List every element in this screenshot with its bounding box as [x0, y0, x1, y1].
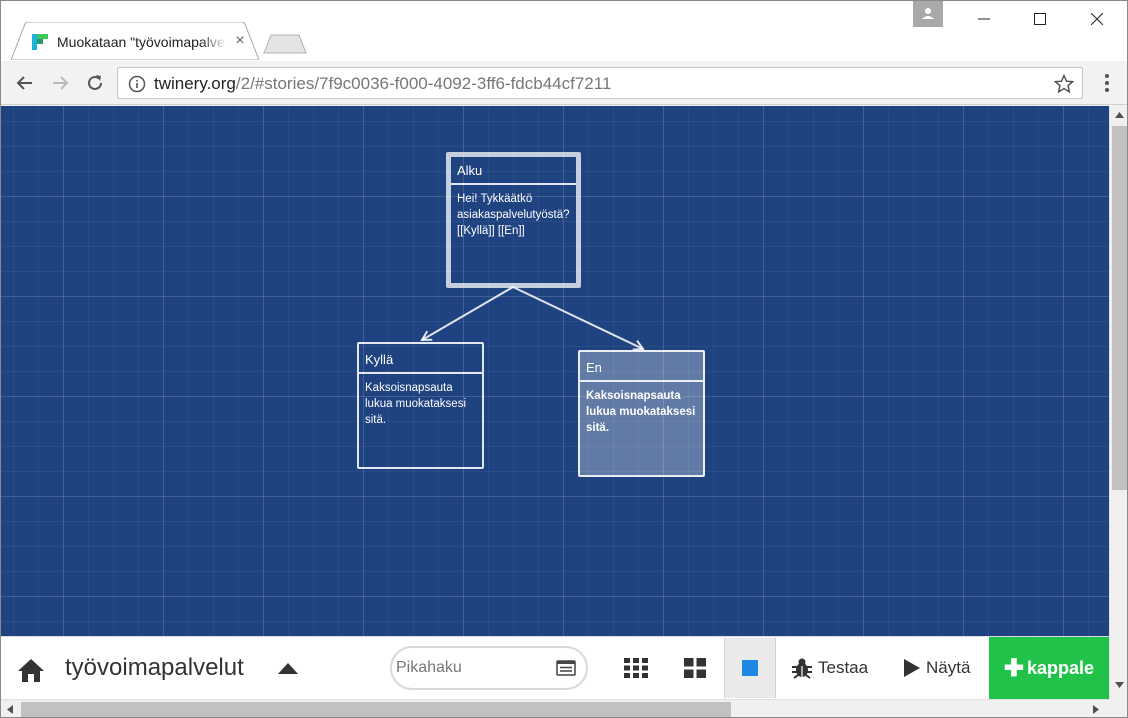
plus-icon: ✚: [1003, 655, 1025, 682]
arrow-right-icon: [53, 76, 69, 90]
url-host: twinery.org: [154, 74, 236, 93]
address-bar[interactable]: twinery.org/2/#stories/7f9c0036-f000-409…: [117, 67, 1083, 99]
scroll-left-arrow-icon[interactable]: [7, 705, 13, 714]
twine-favicon-icon: [32, 34, 48, 50]
test-story-button[interactable]: Testaa: [791, 638, 868, 698]
link-arrow-kylla: [422, 286, 514, 340]
browser-menu-icon[interactable]: [1097, 71, 1117, 95]
reload-button[interactable]: [81, 69, 109, 97]
browser-tab[interactable]: Muokataan "työvoimapalvelut" ×: [11, 22, 259, 60]
tab-shape: [11, 22, 259, 60]
close-icon: [1091, 13, 1103, 25]
bookmark-star-icon[interactable]: [1054, 74, 1074, 94]
passage-excerpt: Hei! Tykkäätkö asiakaspalvelutyöstä? [[K…: [457, 193, 570, 237]
passage-excerpt: Kaksoisnapsauta lukua muokataksesi sitä.: [365, 382, 466, 426]
add-passage-label: kappale: [1027, 658, 1095, 678]
page-viewport: Alku Hei! Tykkäätkö asiakaspalvelutyöstä…: [1, 106, 1109, 699]
tab-close-icon[interactable]: ×: [235, 32, 245, 49]
scrollbar-corner: [1109, 699, 1127, 717]
scroll-up-arrow-icon[interactable]: [1115, 112, 1124, 118]
test-story-label: Testaa: [818, 658, 869, 677]
minimize-icon: [978, 18, 990, 20]
back-button[interactable]: [11, 69, 39, 97]
tab-title-fade: [201, 32, 227, 52]
home-icon[interactable]: [17, 657, 45, 683]
browser-toolbar: twinery.org/2/#stories/7f9c0036-f000-409…: [1, 61, 1127, 105]
passage-title: Alku: [451, 157, 576, 185]
passage-card-kylla[interactable]: Kyllä Kaksoisnapsauta lukua muokataksesi…: [357, 342, 484, 469]
new-tab-button[interactable]: [263, 34, 307, 54]
window-maximize-button[interactable]: [1011, 1, 1069, 37]
url-path: /2/#stories/7f9c0036-f000-4092-3ff6-fdcb…: [235, 74, 612, 93]
passage-title: En: [580, 352, 703, 382]
grid-small-icon: [624, 658, 648, 678]
tab-title: Muokataan "työvoimapalvelut": [57, 34, 225, 50]
forward-button[interactable]: [46, 69, 74, 97]
quick-find: [390, 646, 588, 690]
play-story-label: Näytä: [926, 658, 971, 677]
horizontal-scroll-thumb[interactable]: [21, 702, 731, 717]
passage-links: [1, 286, 1109, 636]
url-text: twinery.org/2/#stories/7f9c0036-f000-409…: [154, 74, 611, 94]
profile-button[interactable]: [913, 1, 943, 27]
zoom-medium-button[interactable]: [669, 638, 721, 698]
scroll-down-arrow-icon[interactable]: [1115, 682, 1124, 688]
add-passage-button[interactable]: ✚ kappale: [989, 637, 1109, 699]
browser-titlebar: Muokataan "työvoimapalvelut" ×: [1, 1, 1127, 61]
vertical-scrollbar[interactable]: [1109, 106, 1127, 699]
grid-large-icon: [684, 658, 706, 678]
passage-excerpt: Kaksoisnapsauta lukua muokataksesi sitä.: [586, 390, 696, 434]
zoom-small-button[interactable]: [610, 638, 662, 698]
vertical-scroll-thumb[interactable]: [1112, 126, 1127, 490]
story-map[interactable]: Alku Hei! Tykkäätkö asiakaspalvelutyöstä…: [1, 106, 1109, 636]
link-arrow-en: [512, 286, 643, 349]
horizontal-scrollbar[interactable]: [1, 699, 1109, 717]
maximize-icon: [1034, 13, 1046, 25]
window-close-button[interactable]: [1068, 1, 1126, 37]
story-title-menu[interactable]: työvoimapalvelut: [65, 654, 244, 681]
info-icon[interactable]: [128, 75, 146, 93]
passage-title: Kyllä: [359, 344, 482, 374]
story-toolbar: työvoimapalvelut: [1, 636, 1109, 699]
play-icon: [904, 659, 920, 677]
arrow-left-icon: [16, 76, 32, 90]
quick-find-input[interactable]: [396, 656, 546, 680]
window-minimize-button[interactable]: [955, 1, 1013, 37]
passage-card-alku[interactable]: Alku Hei! Tykkäätkö asiakaspalvelutyöstä…: [446, 152, 581, 288]
scroll-right-arrow-icon[interactable]: [1093, 705, 1099, 714]
zoom-large-button[interactable]: [724, 638, 776, 698]
play-story-button[interactable]: Näytä: [901, 638, 970, 698]
caret-up-icon[interactable]: [277, 661, 299, 675]
person-icon: [922, 8, 934, 19]
reload-icon: [88, 75, 102, 90]
highlight-list-icon[interactable]: [556, 660, 576, 676]
passage-card-en[interactable]: En Kaksoisnapsauta lukua muokataksesi si…: [578, 350, 705, 477]
square-icon: [742, 660, 758, 676]
bug-icon: [792, 658, 812, 679]
